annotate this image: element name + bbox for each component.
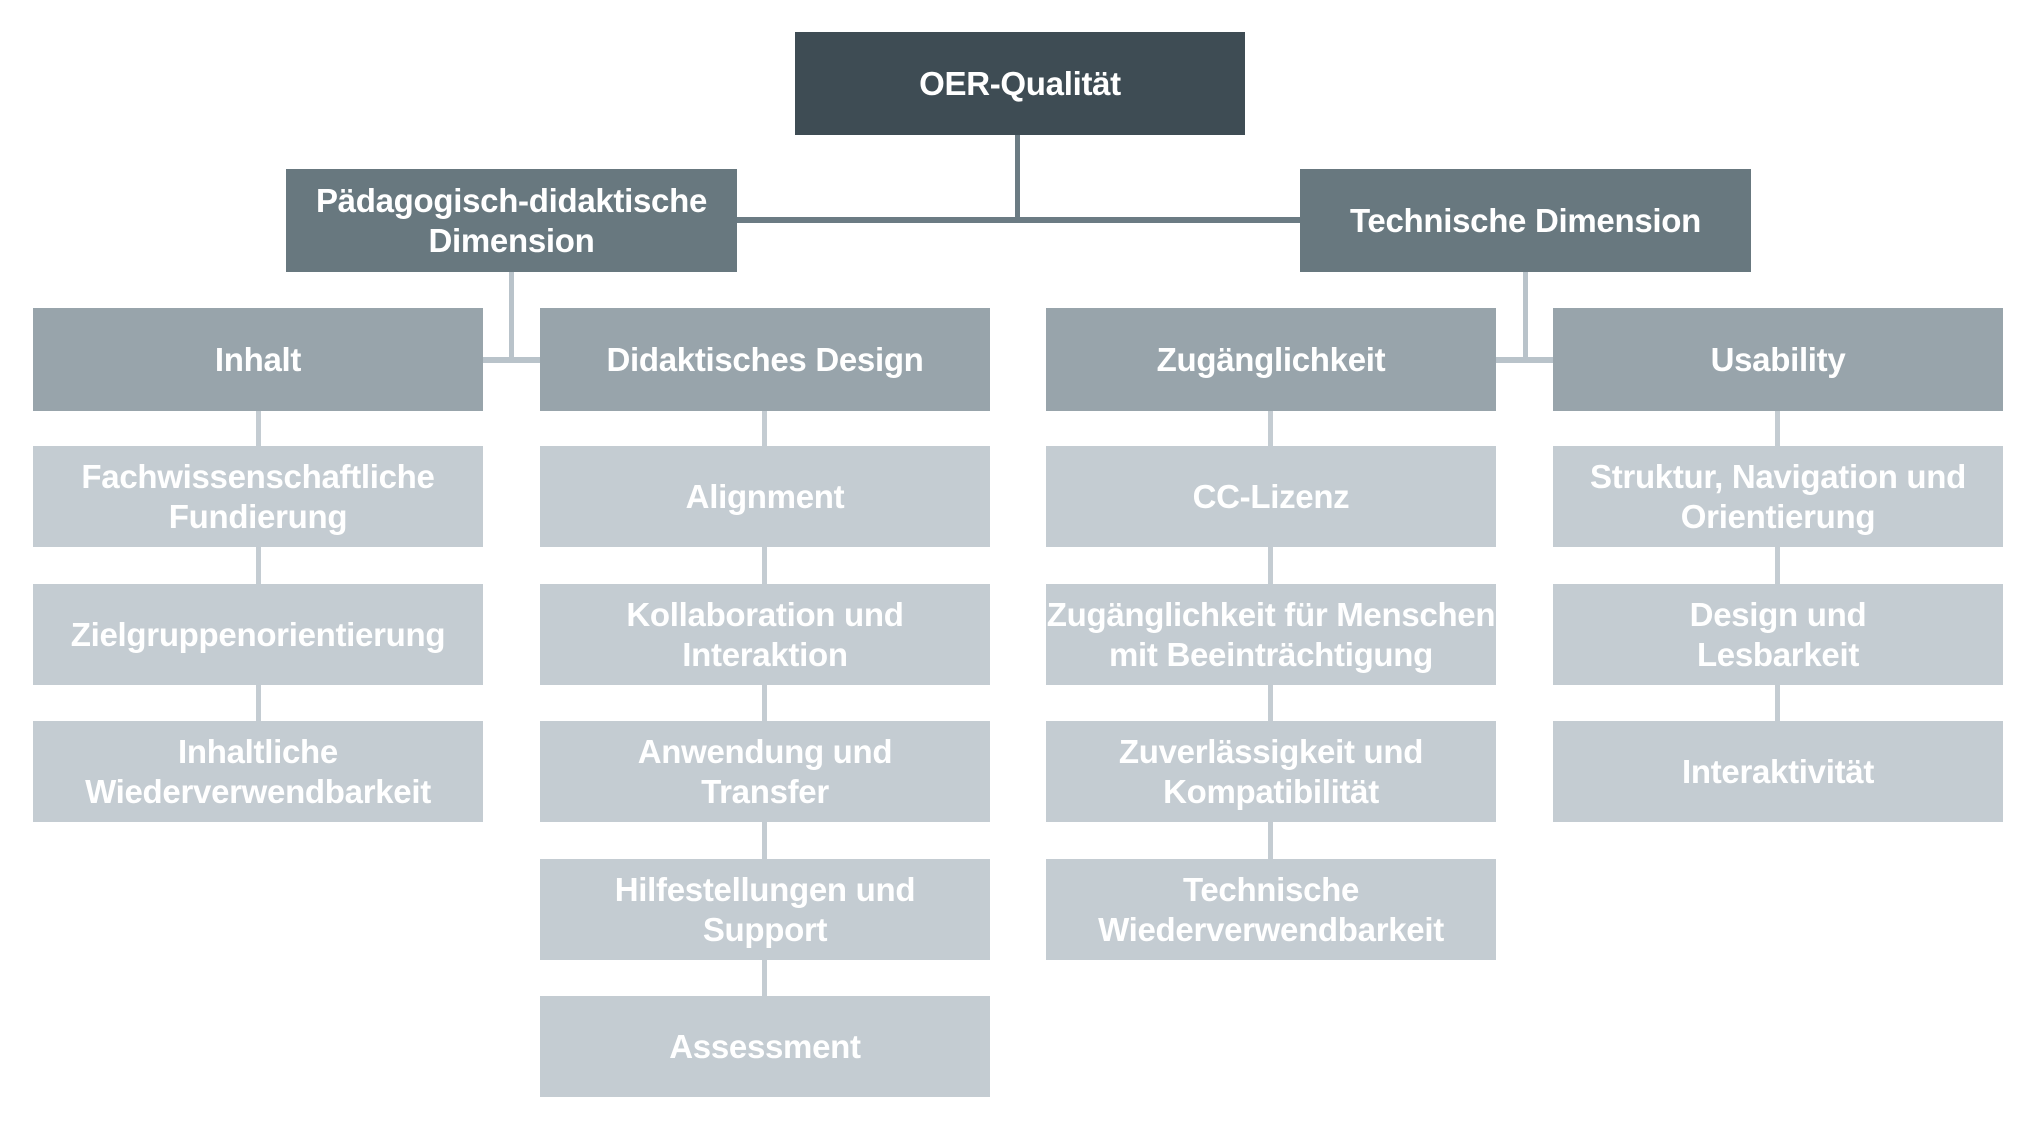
connector-root-vertical [1015,135,1020,223]
dimension-node-paedagogisch-didaktisch: Pädagogisch-didaktische Dimension [286,169,737,272]
connector-dimension-left-vertical [509,272,514,363]
item-node: Technische Wiederverwendbarkeit [1046,859,1496,960]
item-node: Zielgruppenorientierung [33,584,483,685]
connector-dimension-right-bridge [1496,357,1553,363]
item-node: Hilfestellungen und Support [540,859,990,960]
connector-column-inhalt-spine [256,411,261,751]
item-node: Zugänglichkeit für Menschen mit Beeinträ… [1046,584,1496,685]
category-node-didaktisches-design: Didaktisches Design [540,308,990,411]
connector-dimension-right-vertical [1523,272,1528,363]
category-node-inhalt: Inhalt [33,308,483,411]
connector-dimension-left-bridge [483,357,540,363]
connector-root-horizontal [737,217,1300,223]
item-node: Fachwissenschaftliche Fundierung [33,446,483,547]
item-node: Struktur, Navigation und Orientierung [1553,446,2003,547]
item-node: Kollaboration und Interaktion [540,584,990,685]
connector-column-usability-spine [1775,411,1780,751]
item-node: Zuverlässigkeit und Kompatibilität [1046,721,1496,822]
category-node-usability: Usability [1553,308,2003,411]
dimension-node-technisch: Technische Dimension [1300,169,1751,272]
item-node: Interaktivität [1553,721,2003,822]
item-node: Anwendung und Transfer [540,721,990,822]
item-node: CC-Lizenz [1046,446,1496,547]
connector-column-didaktisches-design-spine [762,411,767,1026]
item-node: Design und Lesbarkeit [1553,584,2003,685]
item-node: Alignment [540,446,990,547]
category-node-zugaenglichkeit: Zugänglichkeit [1046,308,1496,411]
item-node: Assessment [540,996,990,1097]
root-node-oer-qualitaet: OER-Qualität [795,32,1245,135]
item-node: Inhaltliche Wiederverwendbarkeit [33,721,483,822]
